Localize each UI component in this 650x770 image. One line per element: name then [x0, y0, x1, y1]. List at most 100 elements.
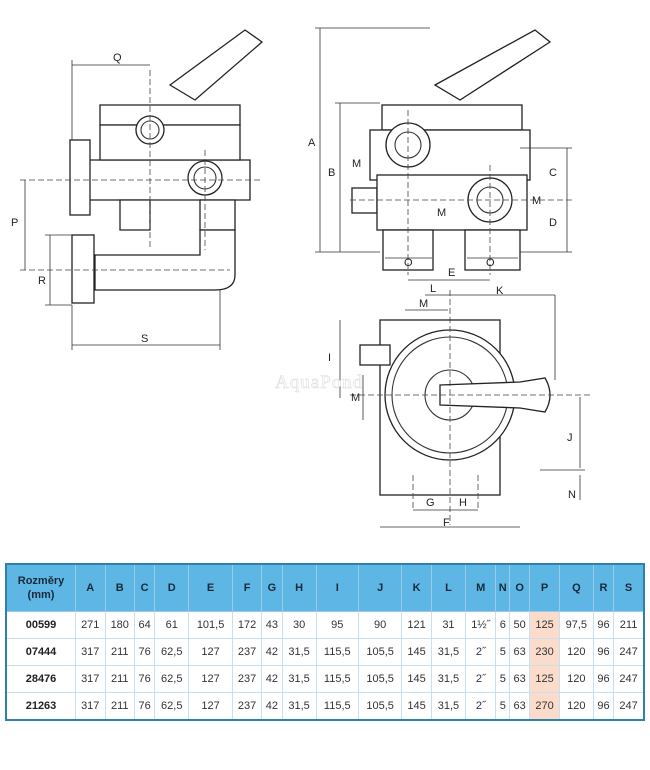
column-header-p: P — [529, 563, 560, 612]
cell-m: 2˝ — [465, 692, 497, 721]
product-code: 28476 — [5, 665, 76, 693]
header-label: Rozměry — [17, 575, 65, 587]
header-dimensions: Rozměry (mm) — [5, 563, 76, 612]
cell-l: 31,5 — [430, 692, 467, 721]
front-view: A B C D E M M M O O — [308, 27, 575, 281]
cell-n: 5 — [495, 638, 511, 666]
cell-q: 120 — [558, 638, 594, 666]
cell-c: 76 — [133, 665, 156, 693]
cell-r: 96 — [592, 665, 615, 693]
cell-k: 145 — [401, 665, 432, 693]
cell-l: 31,5 — [430, 665, 467, 693]
cell-r: 96 — [592, 692, 615, 721]
column-header-e: E — [188, 563, 233, 612]
cell-m: 2˝ — [465, 665, 497, 693]
label-m: M — [351, 392, 360, 404]
label-f: F — [443, 517, 450, 529]
column-header-g: G — [261, 563, 283, 612]
label-i: I — [328, 352, 331, 364]
cell-p: 270 — [529, 692, 560, 721]
cell-o: 50 — [509, 611, 531, 639]
label-j: J — [567, 432, 573, 444]
cell-j: 105,5 — [357, 692, 403, 721]
column-header-o: O — [509, 563, 531, 612]
cell-e: 127 — [188, 665, 233, 693]
cell-l: 31,5 — [430, 638, 467, 666]
cell-e: 101,5 — [188, 611, 233, 639]
column-header-l: L — [430, 563, 467, 612]
cell-h: 31,5 — [281, 692, 317, 721]
column-header-b: B — [104, 563, 135, 612]
cell-b: 180 — [104, 611, 135, 639]
column-header-i: I — [315, 563, 359, 612]
column-header-q: Q — [558, 563, 594, 612]
column-header-s: S — [613, 563, 645, 612]
cell-d: 62,5 — [154, 692, 190, 721]
cell-s: 247 — [613, 638, 645, 666]
label-n: N — [568, 489, 576, 501]
cell-h: 30 — [281, 611, 317, 639]
cell-g: 42 — [261, 665, 283, 693]
cell-n: 5 — [495, 692, 511, 721]
top-view: L K M I M J N G H F AquaPond — [275, 283, 590, 529]
cell-d: 62,5 — [154, 638, 190, 666]
watermark-logo: AquaPond — [275, 372, 363, 393]
label-m: M — [437, 207, 446, 219]
label-m: M — [419, 298, 428, 310]
cell-a: 317 — [75, 692, 106, 721]
label-k: K — [496, 285, 504, 297]
cell-a: 271 — [75, 611, 106, 639]
cell-e: 127 — [188, 692, 233, 721]
cell-b: 211 — [104, 665, 135, 693]
cell-g: 42 — [261, 638, 283, 666]
cell-j: 105,5 — [357, 665, 403, 693]
label-c: C — [549, 167, 557, 179]
cell-k: 145 — [401, 638, 432, 666]
cell-b: 211 — [104, 692, 135, 721]
cell-r: 96 — [592, 611, 615, 639]
cell-a: 317 — [75, 665, 106, 693]
label-b: B — [328, 167, 335, 179]
cell-i: 115,5 — [315, 692, 359, 721]
label-d: D — [549, 217, 557, 229]
header-unit: (mm) — [27, 589, 55, 601]
cell-m: 1½˝ — [465, 611, 497, 639]
label-o: O — [404, 257, 413, 269]
cell-n: 5 — [495, 665, 511, 693]
cell-f: 237 — [231, 692, 263, 721]
column-header-r: R — [592, 563, 615, 612]
valve-technical-drawing: Q P R S A B C D E M M M O O — [11, 27, 590, 529]
cell-q: 97,5 — [558, 611, 594, 639]
cell-h: 31,5 — [281, 638, 317, 666]
product-code: 21263 — [5, 692, 76, 721]
cell-k: 145 — [401, 692, 432, 721]
label-o: O — [486, 257, 495, 269]
cell-q: 120 — [558, 665, 594, 693]
cell-p: 230 — [529, 638, 560, 666]
cell-o: 63 — [509, 638, 531, 666]
cell-n: 6 — [495, 611, 511, 639]
side-view: Q P R S — [11, 29, 264, 350]
cell-f: 237 — [231, 665, 263, 693]
column-header-h: H — [281, 563, 317, 612]
cell-b: 211 — [104, 638, 135, 666]
cell-s: 247 — [613, 665, 645, 693]
product-code: 00599 — [5, 611, 76, 639]
cell-p: 125 — [529, 665, 560, 693]
cell-i: 95 — [315, 611, 359, 639]
product-code: 07444 — [5, 638, 76, 666]
column-header-d: D — [154, 563, 190, 612]
label-r: R — [38, 275, 46, 287]
label-h: H — [459, 497, 467, 509]
cell-f: 172 — [231, 611, 263, 639]
label-q: Q — [113, 52, 122, 64]
cell-i: 115,5 — [315, 638, 359, 666]
column-header-c: C — [133, 563, 156, 612]
cell-c: 76 — [133, 692, 156, 721]
cell-h: 31,5 — [281, 665, 317, 693]
